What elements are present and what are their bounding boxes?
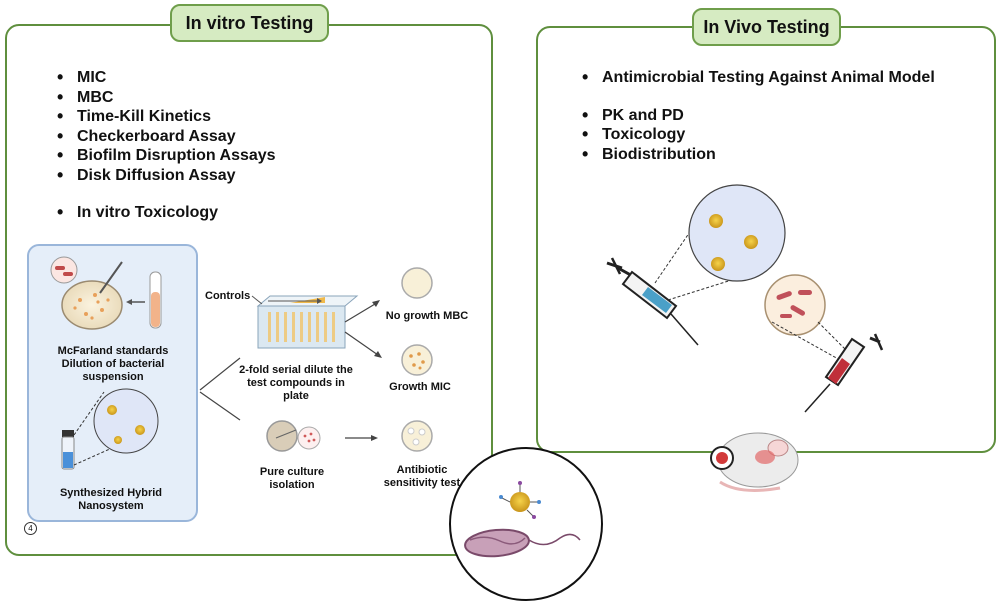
well-plate-icon (256, 295, 359, 349)
bullet-pk-pd: PK and PD (580, 106, 935, 126)
pure-culture-label: Pure culture isolation (259, 466, 325, 491)
bacteria-icon (776, 290, 812, 318)
bacterium-circle (449, 447, 603, 601)
bullet-mbc: MBC (55, 88, 276, 108)
bullet-toxicology: Toxicology (580, 125, 935, 145)
bullet-in-vitro-toxicology: In vitro Toxicology (55, 203, 276, 223)
in-vitro-title: In vitro Testing (170, 4, 329, 42)
test-tube-icon (149, 271, 162, 329)
mcfarland-label: McFarland standards Dilution of bacteria… (57, 345, 169, 383)
serial-dilute-label: 2-fold serial dilute the test compounds … (239, 364, 353, 402)
no-growth-label: No growth MBC (385, 310, 469, 322)
growth-label: Growth MIC (389, 381, 451, 393)
in-vivo-title: In Vivo Testing (692, 8, 841, 46)
antibiotic-label: Antibiotic sensitivity test (383, 464, 461, 489)
bullet-time-kill: Time-Kill Kinetics (55, 107, 276, 127)
in-vivo-bullets: Antimicrobial Testing Against Animal Mod… (580, 68, 935, 164)
nanoparticle-icon (107, 405, 145, 444)
figure-index: 4 (24, 522, 37, 535)
bacteria-zoom-icon (50, 256, 78, 284)
vial-icon (61, 430, 75, 470)
bullet-mic: MIC (55, 68, 276, 88)
synthesized-label: Synthesized Hybrid Nanosystem (59, 487, 163, 512)
petri-dish-icon (61, 261, 123, 330)
nanoparticle-zoom-icon (709, 214, 758, 271)
sensitivity-dish-icon (401, 420, 433, 452)
growth-dish-icon (401, 344, 433, 376)
bullet-biofilm: Biofilm Disruption Assays (55, 146, 276, 166)
bullet-biodistribution: Biodistribution (580, 145, 935, 165)
no-growth-dish-icon (401, 267, 433, 299)
bullet-checkerboard: Checkerboard Assay (55, 127, 276, 147)
bullet-disk-diffusion: Disk Diffusion Assay (55, 166, 276, 186)
syringe-red-icon (804, 333, 884, 413)
in-vitro-bullets: MIC MBC Time-Kill Kinetics Checkerboard … (55, 68, 276, 223)
mouse-icon (710, 432, 799, 492)
syringe-blue-icon (606, 257, 699, 346)
pure-culture-icon (266, 420, 321, 452)
bullet-antimicrobial-animal: Antimicrobial Testing Against Animal Mod… (580, 68, 935, 88)
controls-label: Controls (205, 290, 251, 302)
